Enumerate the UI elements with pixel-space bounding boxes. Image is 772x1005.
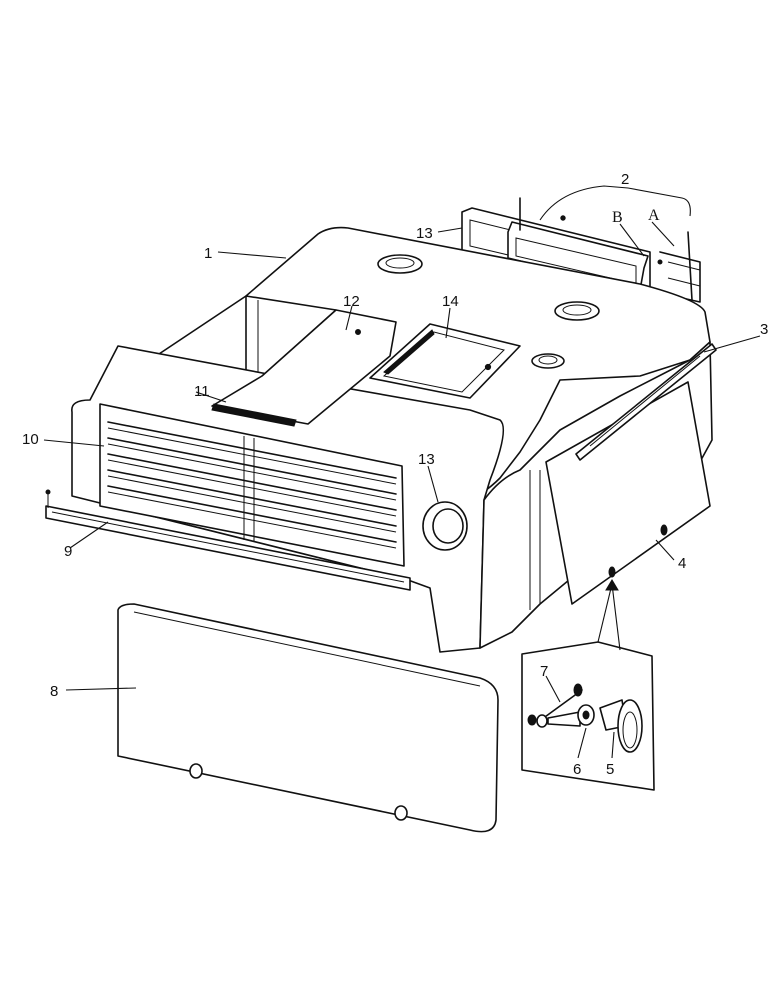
window-frame-assembly <box>461 197 701 303</box>
callout-5: 5 <box>606 761 614 778</box>
callout-12: 12 <box>343 293 360 310</box>
callout-A: A <box>648 207 660 224</box>
callout-14: 14 <box>442 293 459 310</box>
callout-4: 4 <box>678 555 686 572</box>
callout-3: 3 <box>760 321 768 338</box>
hinge-3 <box>575 343 717 461</box>
front-cover-8 <box>117 603 499 833</box>
callout-13-side: 13 <box>418 451 435 468</box>
fastener-detail-inset <box>521 579 655 791</box>
leader-lines <box>43 185 761 759</box>
side-vent-13 <box>422 501 468 551</box>
front-louver-panel <box>99 403 405 567</box>
callout-9: 9 <box>64 543 72 560</box>
callout-2: 2 <box>621 171 629 188</box>
roof-seal-11 <box>211 403 297 427</box>
roof-hatch-14 <box>369 323 521 399</box>
callout-7: 7 <box>540 663 548 680</box>
callout-1: 1 <box>204 245 212 262</box>
callout-labels: 1 2 B A 13 3 12 14 11 10 13 9 4 8 7 6 5 <box>22 171 768 778</box>
roof-hatch-12 <box>211 309 397 425</box>
callout-10: 10 <box>22 431 39 448</box>
callout-6: 6 <box>573 761 581 778</box>
callout-B: B <box>612 209 623 226</box>
callout-11: 11 <box>194 383 210 400</box>
callout-8: 8 <box>50 683 58 700</box>
callout-13-top: 13 <box>416 225 433 242</box>
front-rail-9 <box>45 489 411 591</box>
